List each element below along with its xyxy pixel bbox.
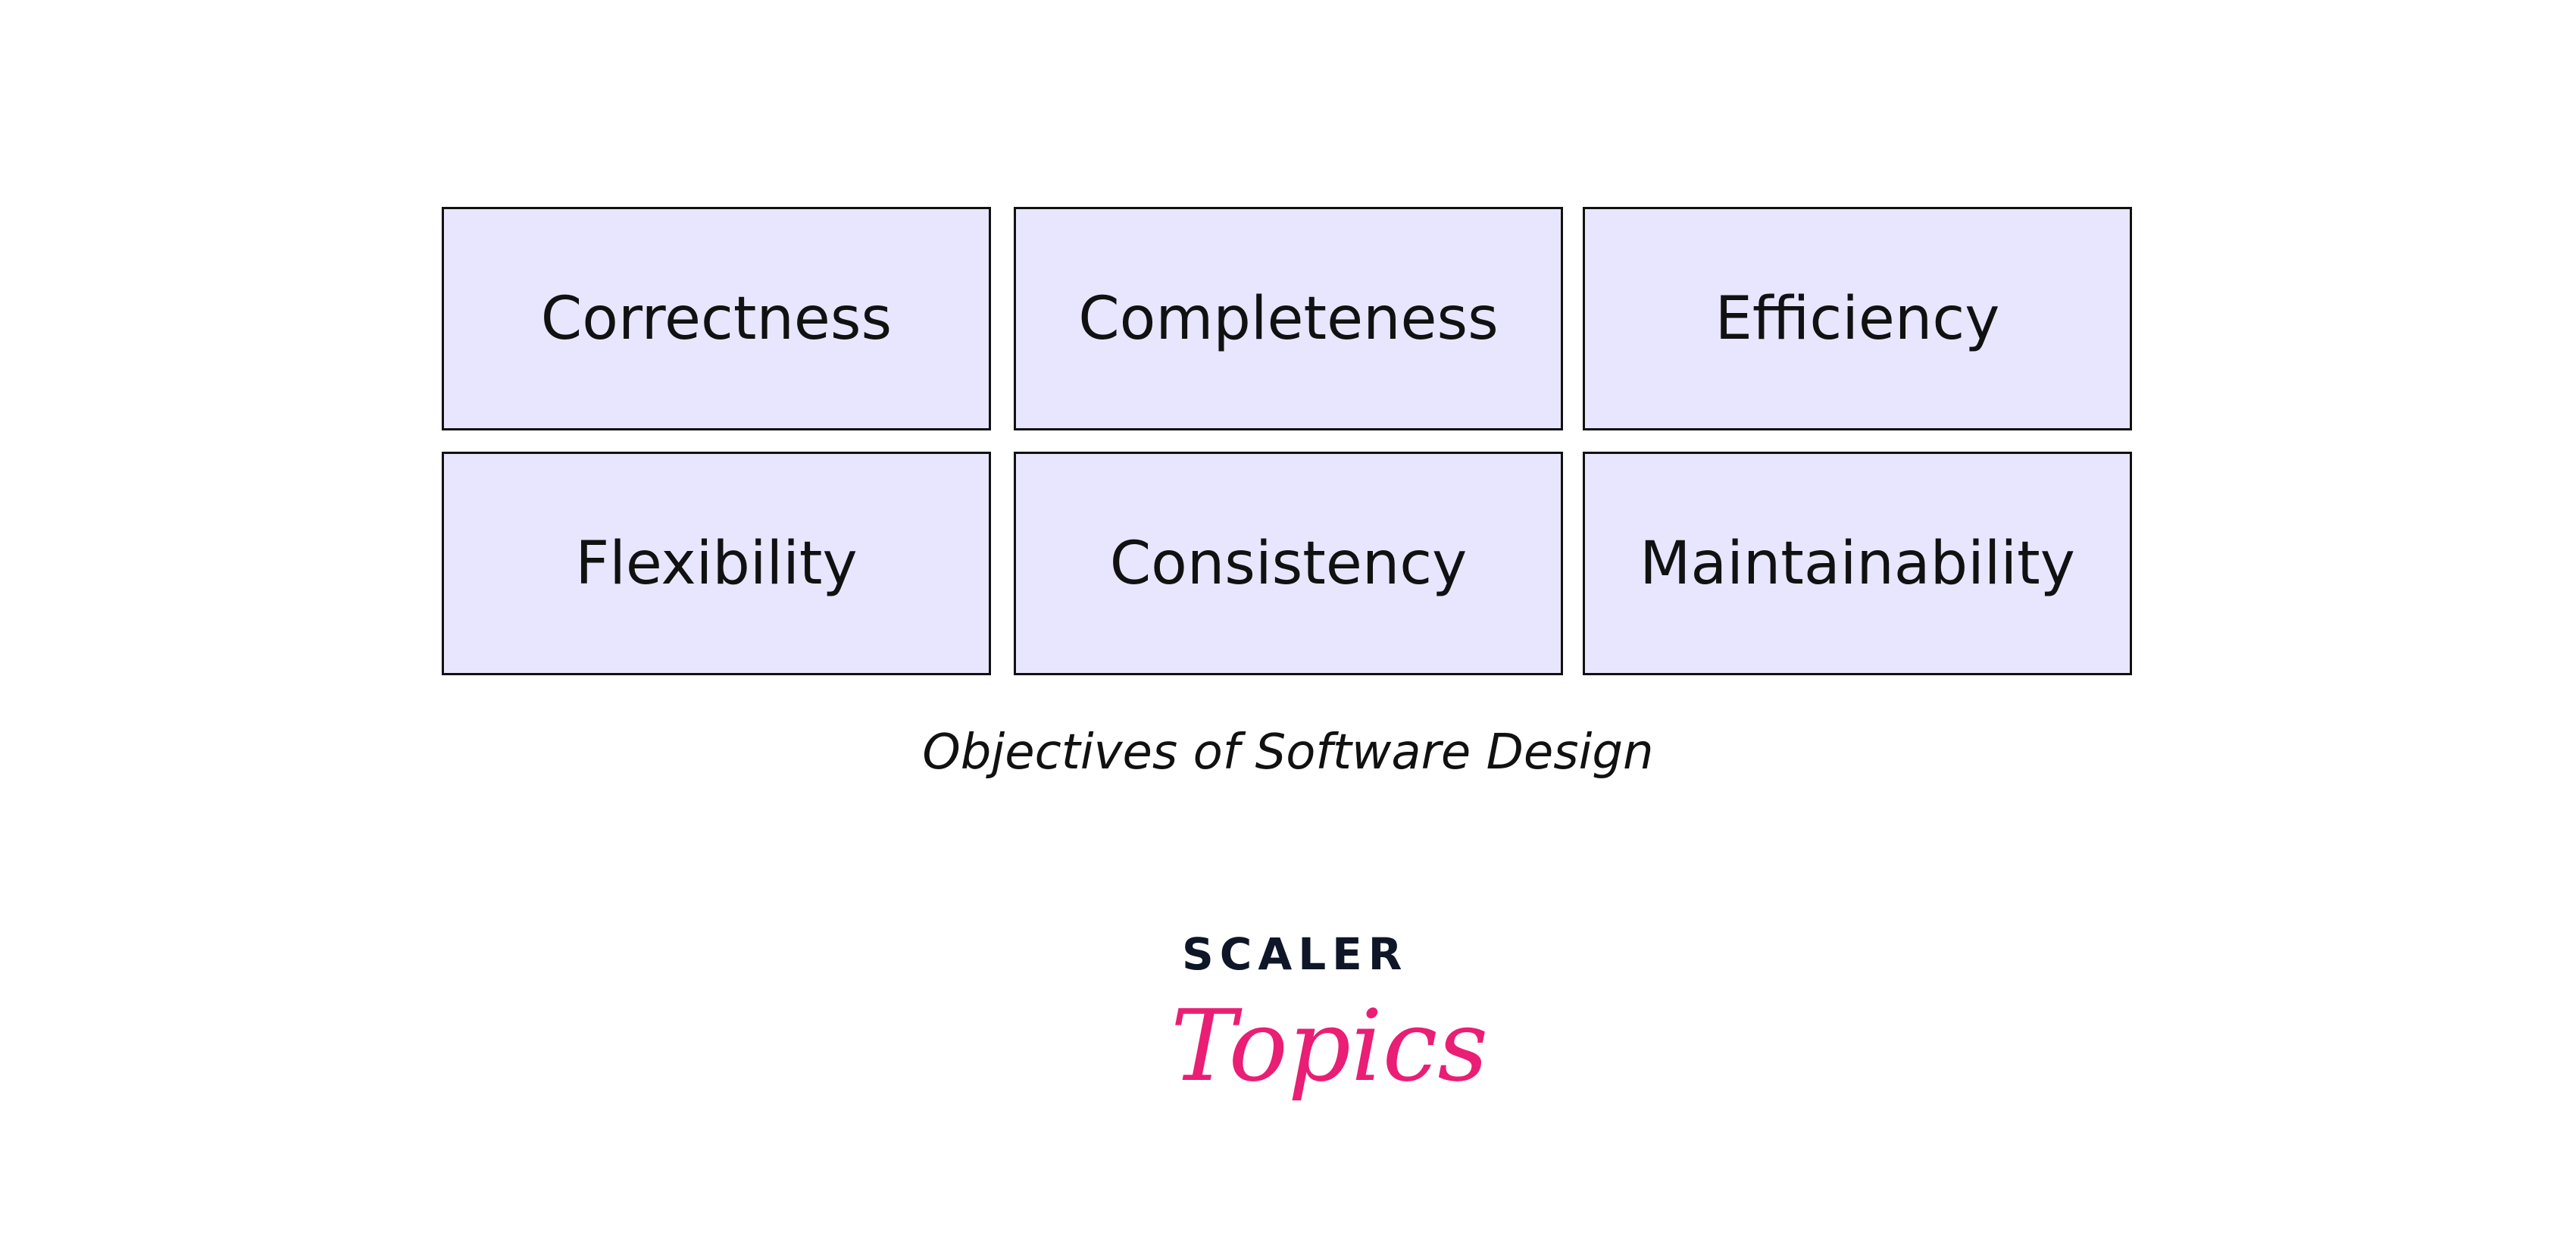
objective-box-completeness: Completeness	[1014, 207, 1563, 430]
objective-box-consistency: Consistency	[1014, 452, 1563, 675]
objective-label: Flexibility	[575, 529, 858, 598]
objective-box-correctness: Correctness	[442, 207, 991, 430]
logo-topics-text: Topics	[1171, 988, 1489, 1103]
objective-label: Correctness	[540, 284, 893, 353]
objective-label: Maintainability	[1640, 529, 2075, 598]
objective-label: Efficiency	[1715, 284, 2000, 353]
objective-label: Completeness	[1078, 284, 1499, 353]
diagram-caption: Objectives of Software Design	[922, 725, 1654, 781]
objective-box-maintainability: Maintainability	[1583, 452, 2132, 675]
objective-box-flexibility: Flexibility	[442, 452, 991, 675]
logo-scaler-text: SCALER	[1182, 928, 1408, 980]
objective-box-efficiency: Efficiency	[1583, 207, 2132, 430]
objective-label: Consistency	[1109, 529, 1468, 598]
